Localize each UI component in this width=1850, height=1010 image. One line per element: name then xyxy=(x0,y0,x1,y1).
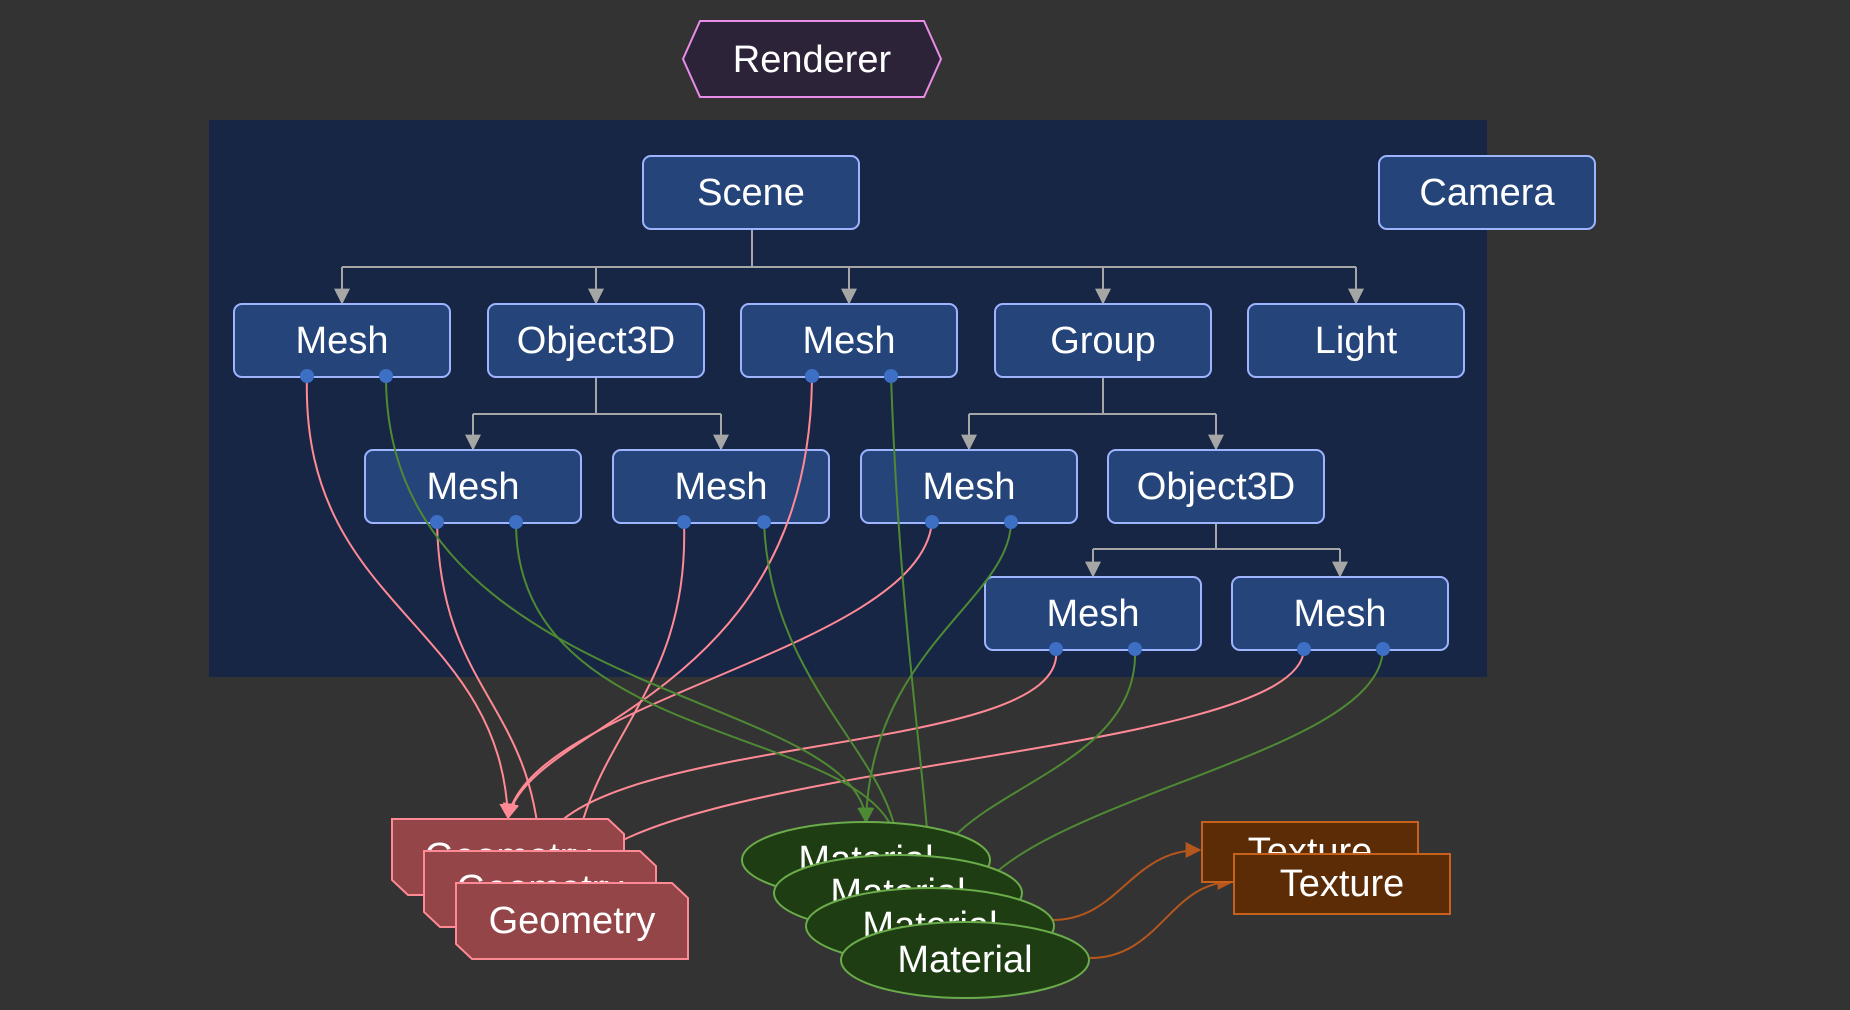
group-label: Group xyxy=(1050,320,1156,362)
mesh-node-f[interactable]: Mesh xyxy=(984,576,1202,651)
camera-node[interactable]: Camera xyxy=(1378,155,1596,230)
light-node[interactable]: Light xyxy=(1247,303,1465,378)
edge-object3d-b-children xyxy=(1093,523,1340,550)
port-mesh-d-material[interactable] xyxy=(757,515,771,529)
geometry-edges xyxy=(305,375,1305,884)
mesh-node-b[interactable]: Mesh xyxy=(740,303,958,378)
port-mesh-a-geometry[interactable] xyxy=(300,369,314,383)
port-mesh-c-geometry[interactable] xyxy=(430,515,444,529)
hierarchy-edges xyxy=(334,230,1364,578)
mesh-e-label: Mesh xyxy=(923,466,1016,508)
geometry-node-3[interactable]: Geometry xyxy=(455,882,689,960)
port-mesh-g-geometry[interactable] xyxy=(1297,642,1311,656)
port-mesh-e-geometry[interactable] xyxy=(925,515,939,529)
texture-node-2[interactable]: Texture xyxy=(1233,853,1451,915)
mesh-node-c[interactable]: Mesh xyxy=(364,449,582,524)
edge-mesh-b-geometry xyxy=(503,375,813,820)
object3d-node-b[interactable]: Object3D xyxy=(1107,449,1325,524)
port-mesh-b-geometry[interactable] xyxy=(805,369,819,383)
texture-edges xyxy=(1051,842,1234,959)
edge-mesh-f-geometry xyxy=(537,648,1058,852)
edge-mesh-c-geometry xyxy=(436,521,548,852)
port-mesh-c-material[interactable] xyxy=(509,515,523,529)
renderer-node[interactable]: Renderer xyxy=(681,20,943,98)
port-mesh-g-material[interactable] xyxy=(1376,642,1390,656)
scene-label: Scene xyxy=(697,172,805,214)
port-mesh-a-material[interactable] xyxy=(379,369,393,383)
edge-mesh-a-material xyxy=(384,375,874,824)
scene-node[interactable]: Scene xyxy=(642,155,860,230)
light-label: Light xyxy=(1315,320,1398,362)
mesh-d-label: Mesh xyxy=(675,466,768,508)
material-node-4[interactable]: Material xyxy=(840,921,1090,999)
edge-group-children xyxy=(969,378,1216,415)
mesh-node-a[interactable]: Mesh xyxy=(233,303,451,378)
edge-mesh-e-material xyxy=(858,521,1012,824)
mesh-g-label: Mesh xyxy=(1294,593,1387,635)
group-node[interactable]: Group xyxy=(994,303,1212,378)
edge-mesh-g-geometry xyxy=(571,648,1305,884)
port-mesh-d-geometry[interactable] xyxy=(677,515,691,529)
camera-label: Camera xyxy=(1419,172,1555,214)
renderer-label: Renderer xyxy=(733,39,892,81)
port-mesh-b-material[interactable] xyxy=(884,369,898,383)
mesh-node-d[interactable]: Mesh xyxy=(612,449,830,524)
geometry-3-label: Geometry xyxy=(489,900,656,942)
mesh-node-g[interactable]: Mesh xyxy=(1231,576,1449,651)
port-mesh-f-material[interactable] xyxy=(1128,642,1142,656)
object3d-node-a[interactable]: Object3D xyxy=(487,303,705,378)
edge-mesh-c-material xyxy=(514,521,907,858)
edge-material-texture-2 xyxy=(1089,874,1234,959)
material-4-label: Material xyxy=(897,939,1032,981)
mesh-f-label: Mesh xyxy=(1047,593,1140,635)
mesh-a-label: Mesh xyxy=(296,320,389,362)
object3d-b-label: Object3D xyxy=(1137,466,1295,508)
mesh-c-label: Mesh xyxy=(427,466,520,508)
edge-material-texture-1 xyxy=(1051,842,1202,921)
object3d-a-label: Object3D xyxy=(517,320,675,362)
texture-2-label: Texture xyxy=(1280,863,1405,905)
edge-mesh-d-material xyxy=(763,521,907,858)
edge-mesh-e-geometry xyxy=(502,521,933,820)
edge-object3d-a-children xyxy=(473,378,721,415)
material-edges xyxy=(384,375,1384,916)
mesh-b-label: Mesh xyxy=(803,320,896,362)
port-mesh-f-geometry[interactable] xyxy=(1049,642,1063,656)
port-mesh-e-material[interactable] xyxy=(1004,515,1018,529)
mesh-node-e[interactable]: Mesh xyxy=(860,449,1078,524)
edge-mesh-a-geometry xyxy=(305,375,516,820)
ports xyxy=(300,369,1390,656)
